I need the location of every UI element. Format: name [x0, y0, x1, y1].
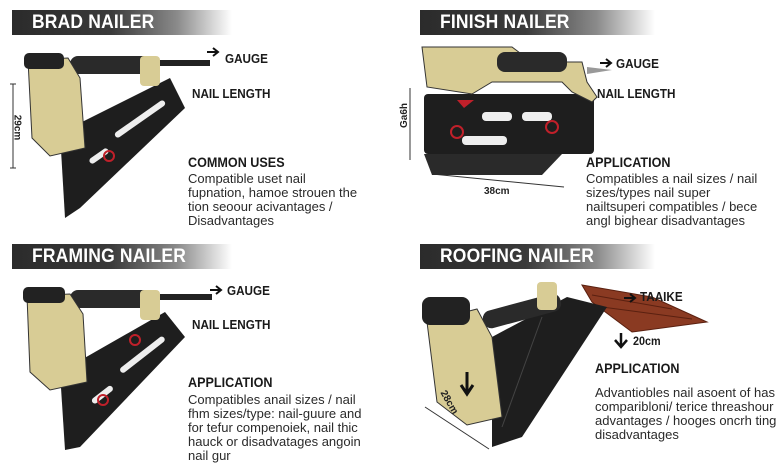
panel-finish-nailer: FINISH NAILER Ga6h 38cm GAUGE NAIL LENGT…	[392, 0, 783, 228]
gauge-label: GAUGE	[225, 51, 268, 66]
section-title: APPLICATION	[586, 154, 671, 170]
arrow-right-icon	[207, 47, 220, 57]
depth-label: 20cm	[633, 334, 661, 348]
section-text: Compatibles anail sizes / nail fhm sizes…	[188, 392, 362, 463]
arrow-right-icon	[210, 285, 223, 295]
framing-nailer-illustration	[23, 287, 212, 450]
brad-nailer-illustration	[10, 53, 210, 218]
section-title: APPLICATION	[188, 374, 273, 390]
gauge-label: GAUGE	[227, 283, 270, 298]
finish-nailer-illustration	[409, 46, 612, 188]
width-dimension: 38cm	[484, 186, 510, 197]
angle-label: TAAIKE	[640, 289, 683, 304]
panel-brad-nailer: BRAD NAILER 29cm GAUGE NAIL LENGTH COMMO…	[0, 0, 391, 228]
gauge-label: GAUGE	[616, 56, 659, 71]
panel-title: ROOFING NAILER	[440, 246, 595, 267]
panel-title: FRAMING NAILER	[32, 246, 187, 267]
panel-roofing-nailer: ROOFING NAILER 28cm TAAIKE 20cm APPLICAT…	[392, 225, 783, 450]
section-title: APPLICATION	[595, 360, 680, 376]
panel-header: FINISH NAILER	[420, 10, 655, 35]
panel-header: BRAD NAILER	[12, 10, 232, 35]
height-dimension: Ga6h	[399, 102, 411, 129]
section-title: COMMON USES	[188, 154, 285, 170]
panel-header: FRAMING NAILER	[12, 244, 232, 269]
nail-length-label: NAIL LENGTH	[597, 86, 676, 101]
panel-title: BRAD NAILER	[32, 12, 155, 33]
height-dimension: 29cm	[11, 114, 23, 141]
roofing-nailer-illustration	[422, 282, 709, 450]
section-text: Compatibles a nail sizes / nail sizes/ty…	[586, 171, 758, 228]
section-text: Compatible uset nail fupnation, hamoe st…	[188, 171, 358, 228]
arrow-right-icon	[624, 293, 637, 303]
panel-framing-nailer: FRAMING NAILER GAUGE NAIL LENGTH APPLICA…	[0, 225, 391, 463]
panel-title: FINISH NAILER	[440, 12, 570, 33]
arrow-down-icon	[614, 333, 628, 349]
nail-length-label: NAIL LENGTH	[192, 317, 271, 332]
nail-length-label: NAIL LENGTH	[192, 86, 271, 101]
section-text: Advantiobles nail asoent of has comparib…	[595, 385, 777, 442]
panel-header: ROOFING NAILER	[420, 244, 655, 269]
arrow-right-icon	[600, 58, 613, 68]
